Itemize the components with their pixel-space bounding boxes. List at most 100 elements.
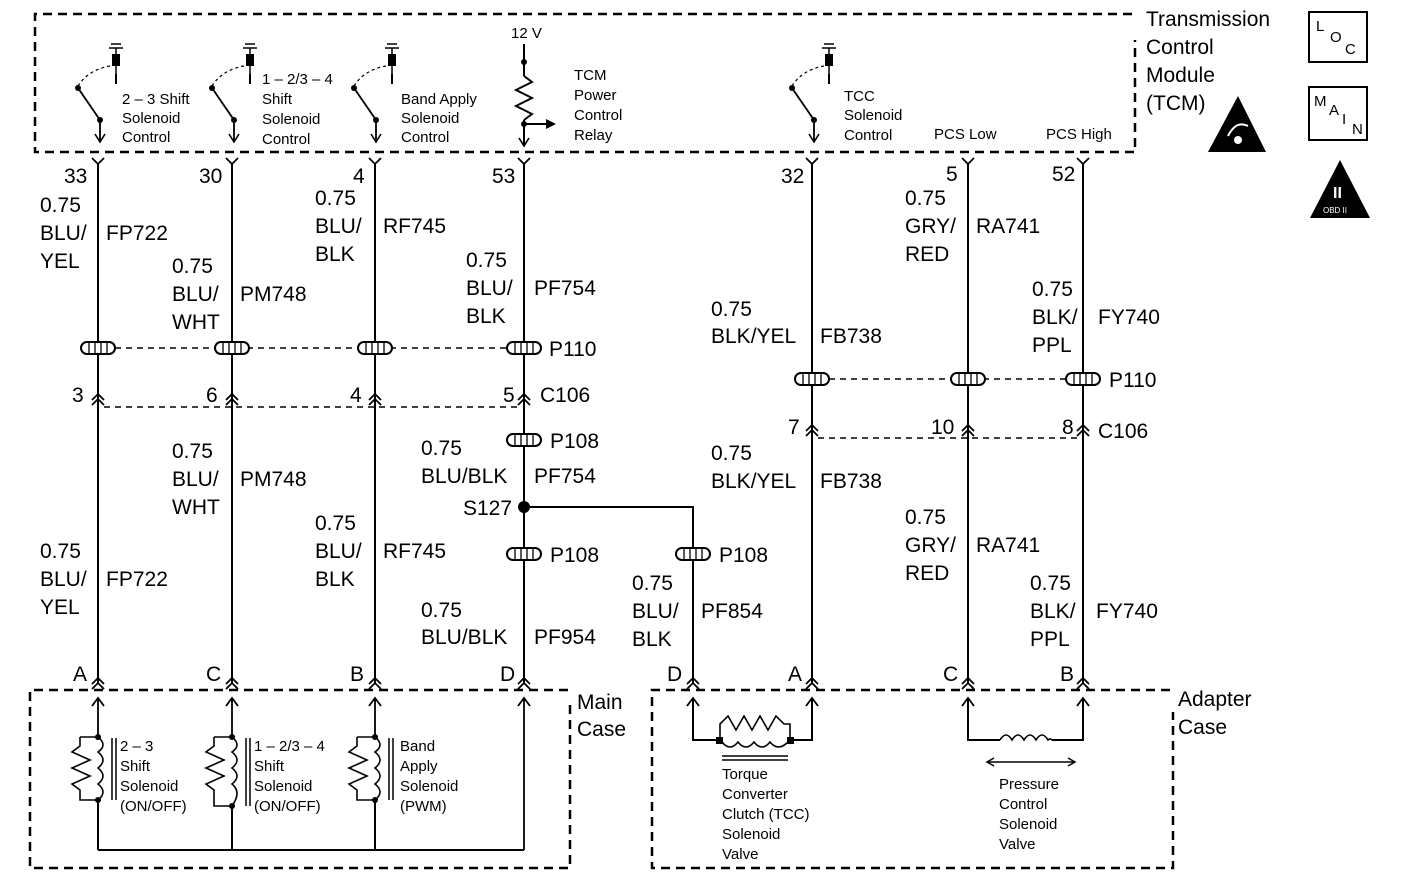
svg-text:A: A (1329, 102, 1339, 119)
svg-text:M: M (1314, 93, 1327, 110)
lw7-color-a: BLK/ (1030, 600, 1076, 623)
bottom-pin-b-2: B (1060, 663, 1074, 686)
svg-text:O: O (1330, 29, 1342, 46)
sol23-label-2: Shift (120, 758, 151, 775)
relay-label-4: Relay (574, 127, 613, 144)
switch-band-label-3: Control (401, 129, 449, 146)
c106-right-label: C106 (1098, 420, 1148, 443)
w6-gauge: 0.75 (905, 187, 946, 210)
sol23-label-4: (ON/OFF) (120, 798, 187, 815)
switch-tcc-label-1: TCC (844, 88, 875, 105)
sol23-label-1: 2 – 3 (120, 738, 153, 755)
esd-warning-icon (1208, 96, 1266, 152)
obd-ii-icon: II OBD II (1310, 160, 1370, 218)
lw6-circuit: RA741 (976, 534, 1040, 557)
lw4a-color: BLU/BLK (421, 465, 507, 488)
sol1234-label-4: (ON/OFF) (254, 798, 321, 815)
pin-30: 30 (199, 165, 222, 188)
svg-text:OBD II: OBD II (1323, 206, 1347, 215)
sol1234-label-3: Solenoid (254, 778, 312, 795)
w7-color-b: PPL (1032, 334, 1072, 357)
w2-gauge: 0.75 (172, 255, 213, 278)
wire-pf854 (524, 506, 694, 683)
c106-left-label: C106 (540, 384, 590, 407)
pcs-low-label: PCS Low (934, 126, 997, 143)
lw2-circuit: PM748 (240, 468, 307, 491)
ltcc-circuit: PF854 (701, 600, 763, 623)
adapter-case-boundary (650, 688, 1175, 870)
lw4b-color: BLU/BLK (421, 626, 507, 649)
w4-gauge: 0.75 (466, 249, 507, 272)
w1-color-b: YEL (40, 250, 80, 273)
tcm-title-line1: Transmission (1146, 8, 1270, 31)
p108-upper-label: P108 (550, 430, 599, 453)
svg-text:I: I (1342, 111, 1346, 128)
switch-1234-label-3: Solenoid (262, 111, 320, 128)
c106-pin-3: 3 (72, 384, 84, 407)
lw2-color-a: BLU/ (172, 468, 219, 491)
lw1-color-b: YEL (40, 596, 80, 619)
bottom-pin-a-2: A (788, 663, 802, 686)
splice-label: S127 (463, 497, 512, 520)
w7-circuit: FY740 (1098, 306, 1160, 329)
w6-color-a: GRY/ (905, 215, 956, 238)
tcc-valve-label-2: Converter (722, 786, 788, 803)
pin-52: 52 (1052, 163, 1075, 186)
tcm-title-line3: Module (1146, 64, 1215, 87)
lw1-color-a: BLU/ (40, 568, 87, 591)
solenoid-23 (70, 734, 117, 803)
switch-band-label-1: Band Apply (401, 91, 477, 108)
w2-color-b: WHT (172, 311, 220, 334)
lw3-color-b: BLK (315, 568, 355, 591)
main-case-boundary (28, 688, 572, 870)
solband-label-2: Apply (400, 758, 438, 775)
svg-text:II: II (1333, 185, 1342, 202)
bottom-pin-c-1: C (206, 663, 221, 686)
p110-left-label: P110 (549, 338, 597, 361)
svg-text:L: L (1316, 18, 1324, 35)
switch-1234-label-4: Control (262, 131, 310, 148)
c106-pin-5: 5 (503, 384, 515, 407)
lw7-color-b: PPL (1030, 628, 1070, 651)
lw5-color: BLK/YEL (711, 470, 796, 493)
ltcc-color-a: BLU/ (632, 600, 679, 623)
switch-23-label-2: Solenoid (122, 110, 180, 127)
switch-tcc-label-3: Control (844, 127, 892, 144)
p108-lower-label: P108 (550, 544, 599, 567)
switch-23-label-1: 2 – 3 Shift (122, 91, 190, 108)
tcc-valve-label-4: Solenoid (722, 826, 780, 843)
w4-color-b: BLK (466, 305, 506, 328)
bottom-pin-c-2: C (943, 663, 958, 686)
pcs-valve-label-1: Pressure (999, 776, 1059, 793)
switch-23-label-3: Control (122, 129, 170, 146)
pin-53: 53 (492, 165, 515, 188)
relay-label-2: Power (574, 87, 617, 104)
switch-tcc-label-2: Solenoid (844, 107, 902, 124)
ltcc-gauge: 0.75 (632, 572, 673, 595)
main-case-label-1: Main (577, 691, 623, 714)
w5-circuit: FB738 (820, 325, 882, 348)
lw4a-circuit: PF754 (534, 465, 596, 488)
main-icon: M A I N (1308, 86, 1368, 141)
pin-4: 4 (353, 165, 365, 188)
tcm-title-line2: Control (1146, 36, 1214, 59)
sol1234-label-1: 1 – 2/3 – 4 (254, 738, 325, 755)
main-case-label-2: Case (577, 718, 626, 741)
p108-branch-label: P108 (719, 544, 768, 567)
switch-1234-label-2: Shift (262, 91, 293, 108)
switch-1234-label-1: 1 – 2/3 – 4 (262, 71, 333, 88)
tcc-solenoid-valve (692, 698, 813, 761)
solband-label-1: Band (400, 738, 435, 755)
bottom-pin-d-1: D (500, 663, 515, 686)
w5-color: BLK/YEL (711, 325, 796, 348)
lw4a-gauge: 0.75 (421, 437, 462, 460)
pcs-valve-label-3: Solenoid (999, 816, 1057, 833)
svg-text:C: C (1345, 41, 1356, 58)
lw3-circuit: RF745 (383, 540, 446, 563)
lw7-circuit: FY740 (1096, 600, 1158, 623)
solenoid-band-apply (347, 734, 394, 803)
lw3-color-a: BLU/ (315, 540, 362, 563)
lw5-circuit: FB738 (820, 470, 882, 493)
lw6-color-b: RED (905, 562, 949, 585)
w6-circuit: RA741 (976, 215, 1040, 238)
